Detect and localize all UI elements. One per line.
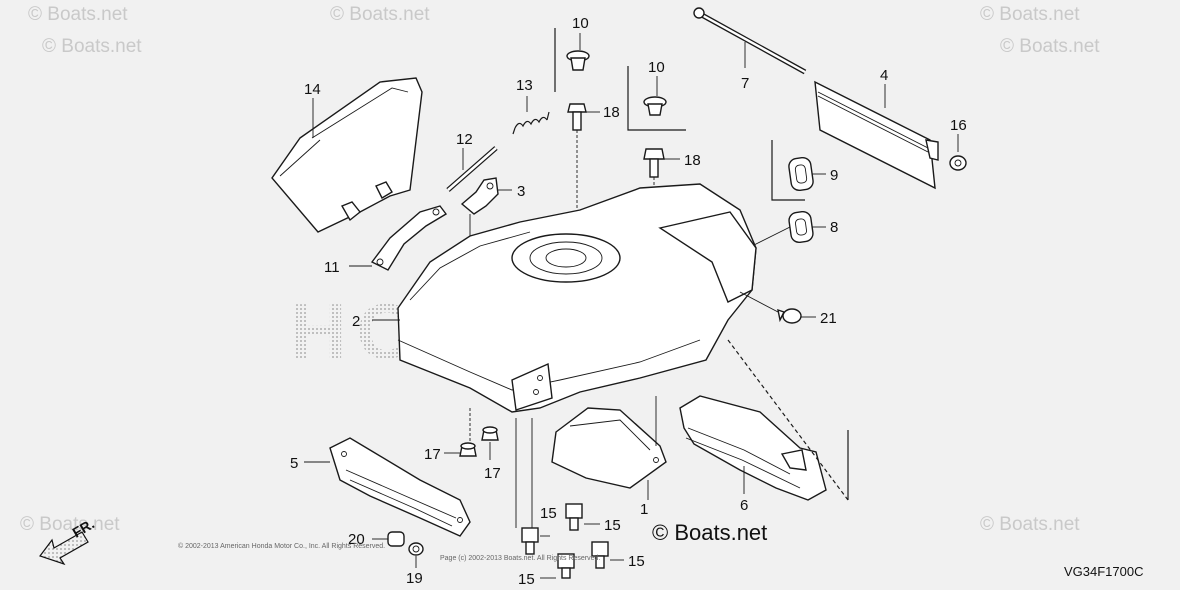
part-17-nut[interactable] — [481, 426, 499, 441]
part-17-nut[interactable] — [459, 442, 477, 457]
callout-14: 14 — [304, 81, 321, 98]
callout-19: 19 — [406, 570, 423, 587]
watermark-text: © Boats.net — [20, 514, 120, 535]
part-4-rear-flap[interactable] — [814, 80, 939, 190]
part-18-bolt[interactable] — [567, 103, 587, 131]
part-5-front-guard[interactable] — [329, 437, 471, 537]
callout-15b: 15 — [604, 517, 621, 534]
callout-8: 8 — [830, 219, 838, 236]
part-15-bolt[interactable] — [591, 541, 609, 569]
callout-17b: 17 — [484, 465, 501, 482]
bracket-line — [771, 140, 805, 201]
callout-7: 7 — [741, 75, 749, 92]
leader-line — [739, 291, 779, 313]
watermark-text: © Boats.net — [28, 4, 128, 25]
part-16-nut[interactable] — [949, 155, 967, 171]
watermark-text: © Boats.net — [330, 4, 430, 25]
callout-21: 21 — [820, 310, 837, 327]
part-13-spring[interactable] — [512, 111, 550, 135]
part-15-bolt[interactable] — [565, 503, 583, 531]
callout-15c: 15 — [628, 553, 645, 570]
callout-2: 2 — [352, 313, 360, 330]
part-1-baffle[interactable] — [551, 407, 667, 489]
callout-labels: 1 2 3 4 5 6 7 8 9 10 10 11 12 13 14 15 1… — [290, 15, 967, 588]
part-9-grommet[interactable] — [788, 156, 814, 192]
part-10-clip[interactable] — [643, 96, 667, 116]
part-3-lever[interactable] — [460, 177, 499, 238]
callout-3: 3 — [517, 183, 525, 200]
callout-16: 16 — [950, 117, 967, 134]
watermark-text: © Boats.net — [980, 514, 1080, 535]
callout-4: 4 — [880, 67, 888, 84]
part-15-bolt[interactable] — [521, 527, 539, 555]
part-14-guard[interactable] — [271, 77, 423, 233]
callout-13: 13 — [516, 77, 533, 94]
watermark-main: © Boats.net — [652, 520, 767, 545]
callout-10a: 10 — [572, 15, 589, 32]
callout-12: 12 — [456, 131, 473, 148]
leader-line — [727, 339, 849, 501]
callout-9: 9 — [830, 167, 838, 184]
part-20-collar[interactable] — [387, 531, 405, 547]
callout-18a: 18 — [603, 104, 620, 121]
part-12-pin[interactable] — [446, 146, 498, 192]
watermark-text: © Boats.net — [980, 4, 1080, 25]
callout-10b: 10 — [648, 59, 665, 76]
part-18-bolt[interactable] — [643, 148, 665, 178]
bracket-line — [627, 66, 686, 131]
part-2-deck[interactable] — [397, 183, 757, 413]
callout-18b: 18 — [684, 152, 701, 169]
watermark-text: © Boats.net — [1000, 36, 1100, 57]
callout-15a: 15 — [540, 505, 557, 522]
callout-11: 11 — [324, 259, 340, 276]
part-6-side-guard[interactable] — [679, 395, 827, 501]
watermark-text: © Boats.net — [42, 36, 142, 57]
diagram-code: VG34F1700C — [1064, 564, 1144, 579]
callout-20: 20 — [348, 531, 365, 548]
part-8-grommet[interactable] — [788, 210, 814, 244]
callout-1: 1 — [640, 501, 648, 518]
part-15-bolt[interactable] — [557, 553, 575, 579]
copyright-text: © 2002-2013 American Honda Motor Co., In… — [178, 542, 385, 550]
copyright-text-2: Page (c) 2002-2013 Boats.net. All Rights… — [440, 555, 600, 562]
callout-17a: 17 — [424, 446, 441, 463]
callout-5: 5 — [290, 455, 298, 472]
part-19-nut[interactable] — [408, 542, 424, 556]
part-11-link[interactable] — [370, 205, 448, 271]
callout-15d: 15 — [518, 571, 535, 588]
part-21-clip[interactable] — [777, 308, 802, 324]
callout-6: 6 — [740, 497, 748, 514]
part-10-clip[interactable] — [566, 50, 590, 71]
part-7-shaft[interactable] — [693, 7, 807, 75]
